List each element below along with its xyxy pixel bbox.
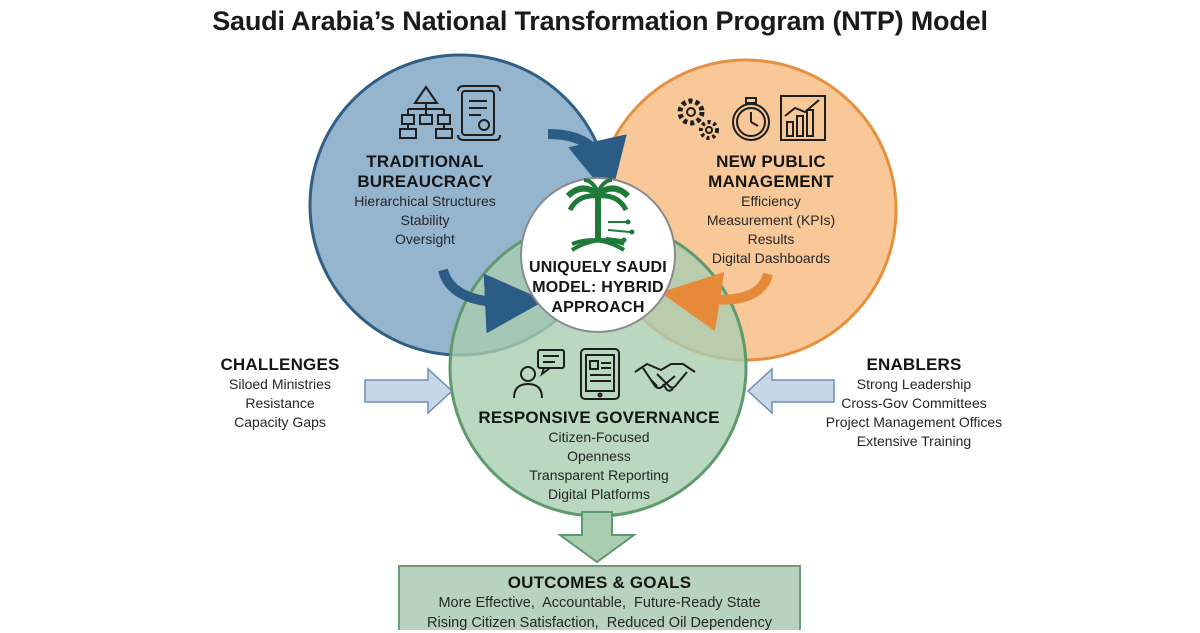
stopwatch-icon (732, 97, 770, 141)
tablet-icon (580, 348, 620, 400)
npm-item: Measurement (KPIs) (706, 212, 836, 228)
npm-item: Digital Dashboards (711, 250, 831, 266)
traditional-bureaucracy-block: TRADITIONAL BUREAUCRACY Hierarchical Str… (340, 152, 510, 249)
responsive-item: Digital Platforms (548, 486, 650, 502)
arrow-left-blue (438, 268, 545, 334)
responsive-item: Transparent Reporting (529, 467, 669, 483)
outcomes-item: Rising Citizen Satisfaction, Reduced Oil… (427, 615, 772, 631)
scroll-certificate-icon (457, 85, 501, 141)
handshake-icon (634, 362, 696, 392)
enablers-arrow (746, 367, 835, 415)
outcomes-box (398, 565, 801, 630)
arrow-top-blue (547, 129, 627, 200)
center-title-line-2: MODEL: HYBRID (532, 279, 664, 296)
challenges-block: CHALLENGES Siloed Ministries Resistance … (190, 355, 370, 432)
responsive-governance-block: RESPONSIVE GOVERNANCE Citizen-Focused Op… (468, 408, 730, 504)
traditional-item: Hierarchical Structures (354, 193, 496, 209)
traditional-title-line-2: BUREAUCRACY (357, 172, 493, 191)
diagram-title: Saudi Arabia’s National Transformation P… (212, 6, 988, 36)
responsive-item: Openness (567, 448, 631, 464)
enablers-item: Extensive Training (856, 433, 972, 449)
outcome-down-arrow (556, 511, 638, 564)
responsive-title: RESPONSIVE GOVERNANCE (478, 408, 720, 427)
enablers-block: ENABLERS Strong Leadership Cross-Gov Com… (800, 355, 1028, 451)
center-title-line-3: APPROACH (551, 299, 645, 316)
enablers-item: Strong Leadership (856, 376, 972, 392)
npm-item: Results (747, 231, 795, 247)
outcomes-block: OUTCOMES & GOALS More Effective, Account… (399, 573, 800, 633)
center-title-line-1: UNIQUELY SAUDI (529, 259, 667, 276)
challenges-arrow (364, 367, 454, 415)
challenges-title: CHALLENGES (220, 355, 340, 374)
person-chat-icon (513, 349, 565, 399)
responsive-item: Citizen-Focused (548, 429, 650, 445)
traditional-item: Stability (400, 212, 450, 228)
traditional-title-line-1: TRADITIONAL (366, 152, 484, 171)
challenges-item: Capacity Gaps (234, 414, 326, 430)
npm-title-line-1: NEW PUBLIC (716, 152, 826, 171)
outcomes-item: More Effective, Accountable, Future-Read… (438, 595, 761, 611)
outcomes-title: OUTCOMES & GOALS (507, 573, 692, 592)
enablers-item: Cross-Gov Committees (841, 395, 987, 411)
gears-icon (677, 98, 719, 140)
npm-item: Efficiency (741, 193, 801, 209)
enablers-title: ENABLERS (866, 355, 962, 374)
npm-title-line-2: MANAGEMENT (708, 172, 834, 191)
enablers-item: Project Management Offices (825, 414, 1003, 430)
hierarchy-pyramid-icon (399, 85, 453, 139)
challenges-item: Resistance (245, 395, 315, 411)
center-circle (520, 177, 676, 333)
arrow-right-orange (660, 272, 773, 332)
new-public-management-block: NEW PUBLIC MANAGEMENT Efficiency Measure… (685, 152, 857, 268)
traditional-item: Oversight (395, 231, 455, 247)
hybrid-approach-block: UNIQUELY SAUDI MODEL: HYBRID APPROACH (518, 258, 678, 318)
challenges-item: Siloed Ministries (229, 376, 331, 392)
palm-swords-circuit-icon (565, 178, 635, 252)
bar-chart-icon (780, 95, 826, 141)
